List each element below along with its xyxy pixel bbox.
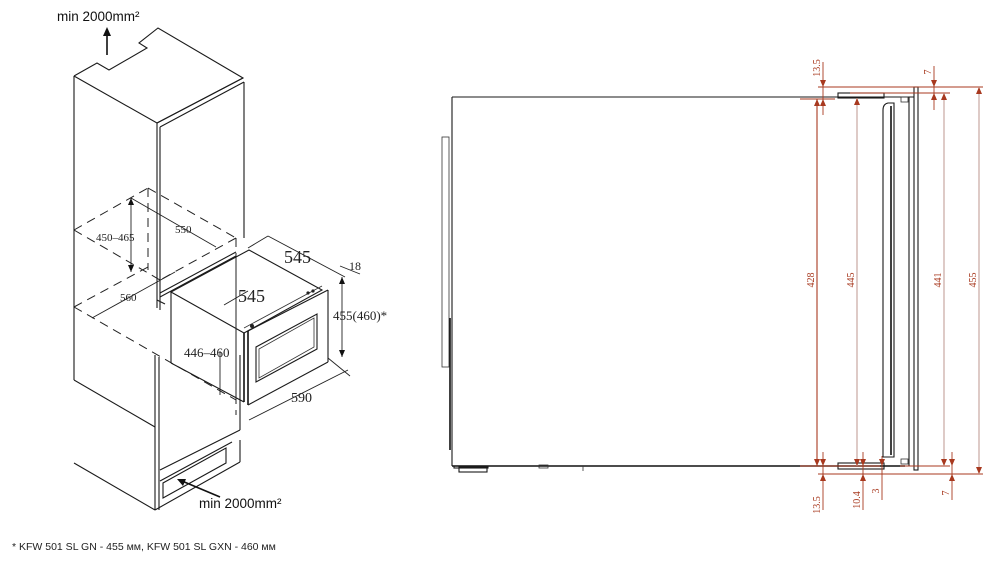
wine-cooler-iso	[169, 249, 329, 415]
appliance-depth-top-label: 545	[284, 247, 311, 267]
door-thickness-label: 18	[349, 259, 361, 273]
niche-depth-label: 550	[175, 224, 192, 236]
appliance-width-label: 590	[291, 391, 312, 406]
side-view-dimensions	[800, 62, 983, 510]
body-height-label: 445	[846, 273, 857, 288]
top-gap-label: 13.5	[812, 59, 823, 77]
bottom-small-label: 3	[871, 489, 882, 494]
isometric-cabinet	[73, 27, 245, 511]
side-view-body	[441, 86, 919, 473]
appliance-depth-side-label: 545	[238, 286, 265, 306]
bottom-right-gap-label: 7	[941, 491, 952, 496]
niche-dimensions	[91, 197, 217, 319]
model-footnote: * KFW 501 SL GN - 455 мм, KFW 501 SL GXN…	[12, 541, 276, 553]
bottom-gap-label: 13.5	[812, 496, 823, 514]
appliance-body-height-label: 446–460	[184, 345, 230, 360]
ventilation-arrows	[103, 27, 221, 498]
bottom-foot-label: 10.4	[852, 491, 863, 509]
appliance-height-label: 455(460)*	[333, 308, 387, 323]
door-inner-height-label: 441	[933, 273, 944, 288]
appliance-dimensions	[219, 235, 361, 421]
top-right-gap-label: 7	[923, 70, 934, 75]
niche-height-label: 450–465	[96, 232, 135, 244]
niche-width-label: 560	[120, 292, 137, 304]
inner-height-label: 428	[806, 273, 817, 288]
vent-top-label: min 2000mm²	[57, 9, 140, 24]
total-height-label: 455	[968, 273, 979, 288]
vent-bottom-label: min 2000mm²	[199, 496, 282, 511]
